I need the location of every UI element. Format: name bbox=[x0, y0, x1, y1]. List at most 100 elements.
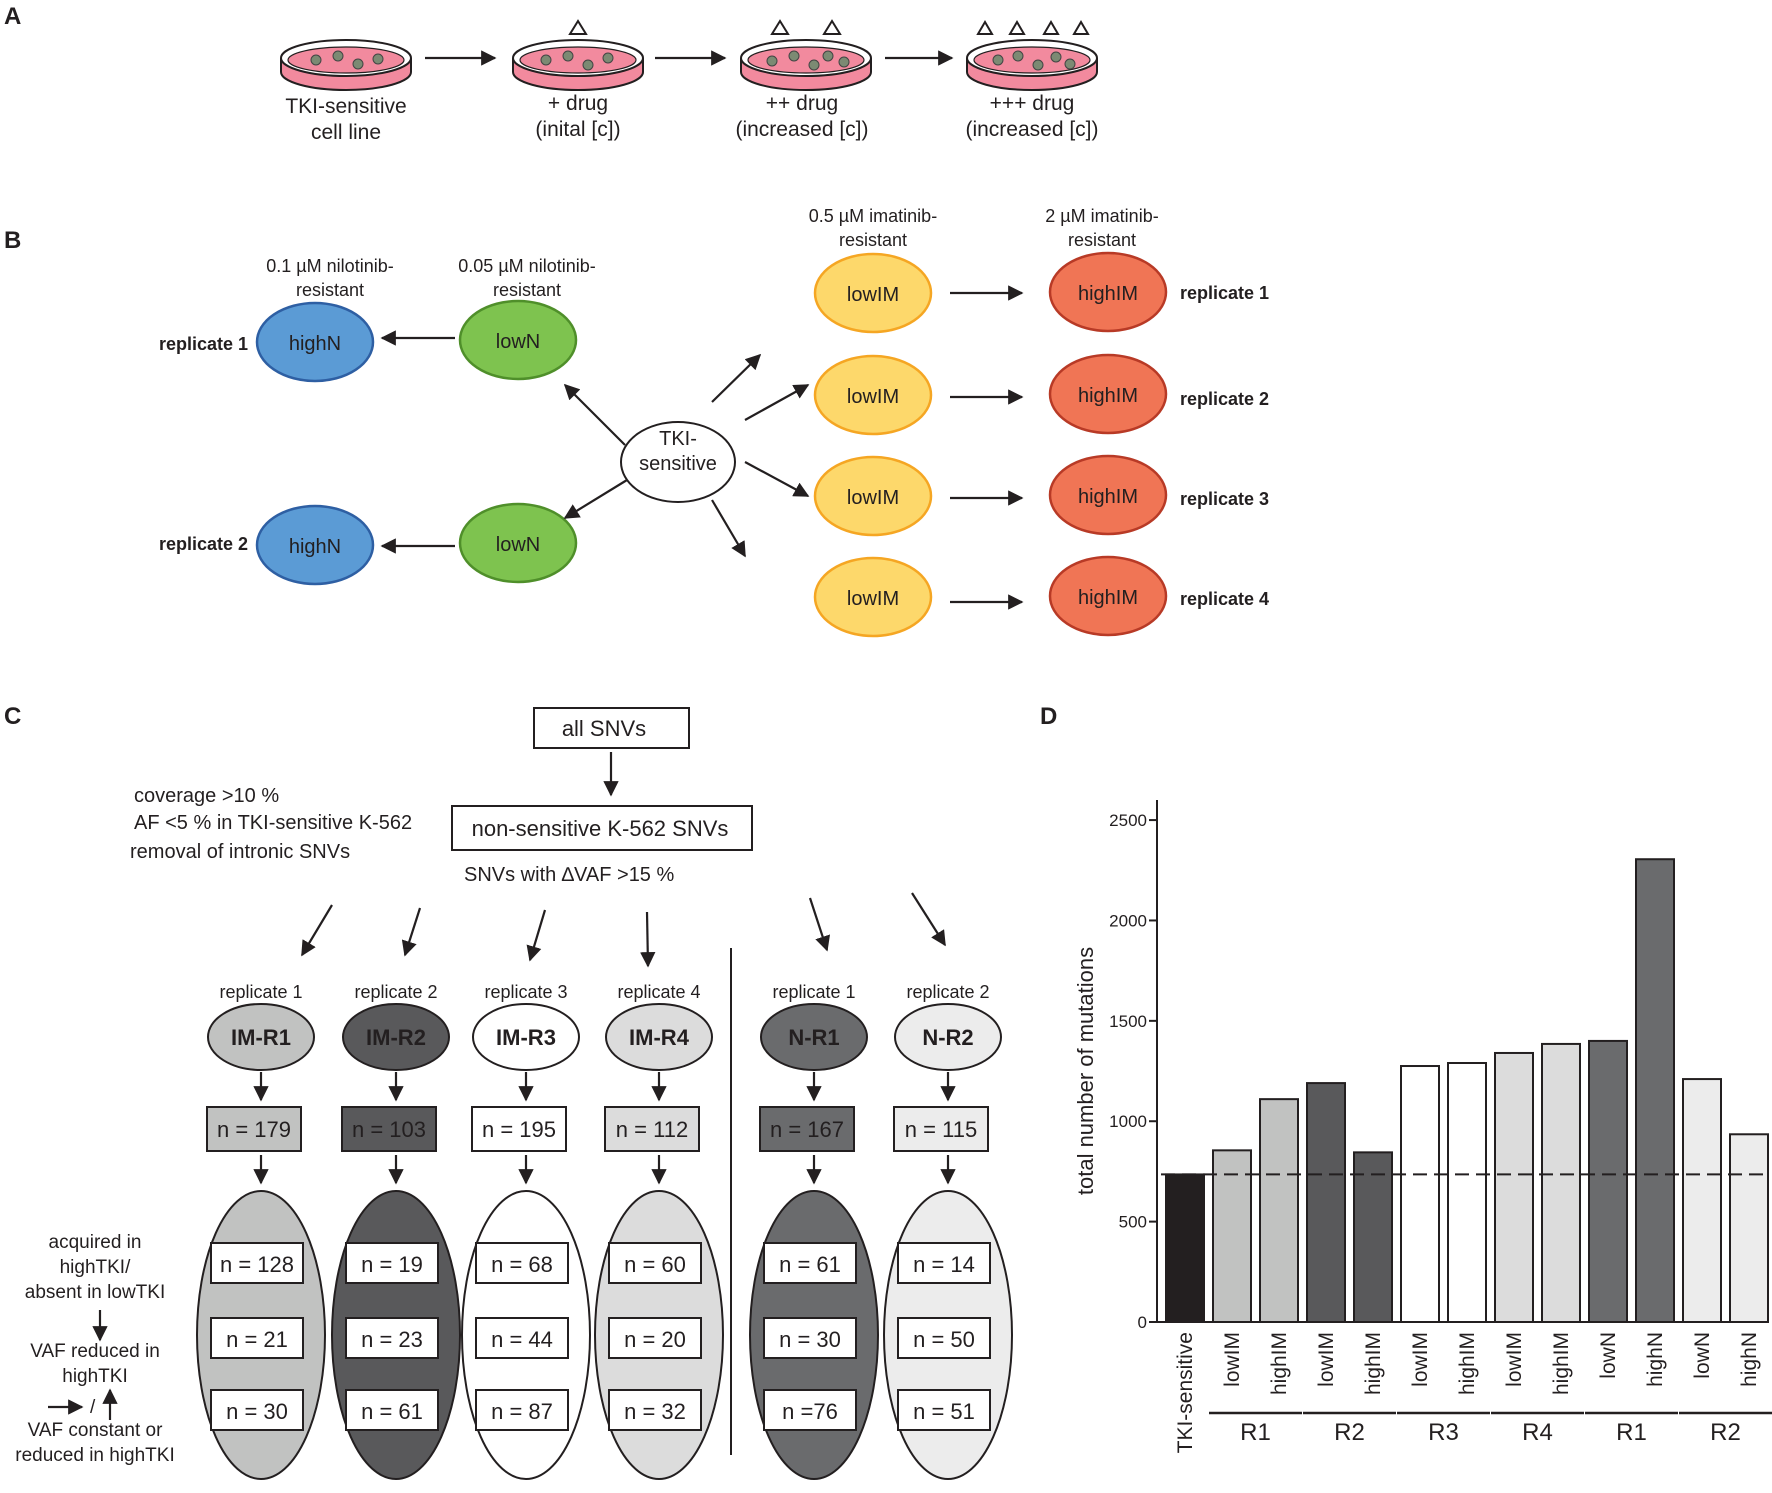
legend-constant-line-2: reduced in highTKI bbox=[15, 1445, 175, 1466]
bar-11 bbox=[1682, 1078, 1722, 1323]
drug-triangle-icon bbox=[770, 19, 790, 35]
x-tick-label: highIM bbox=[1456, 1332, 1479, 1395]
panel-label-b: B bbox=[4, 227, 21, 254]
center-line-2: sensitive bbox=[639, 453, 717, 475]
reduced-count-box bbox=[345, 1317, 439, 1359]
step-4-line-1: +++ drug bbox=[990, 92, 1075, 115]
lowIM-header-line-1: 0.5 µM imatinib- bbox=[809, 206, 937, 226]
highIM-node-replicate-4 bbox=[1048, 555, 1168, 637]
y-tick-label: 1000 bbox=[1109, 1112, 1147, 1131]
delta-vaf-filter: SNVs with ∆VAF >15 % bbox=[464, 864, 674, 886]
panel-label-d: D bbox=[1040, 703, 1057, 730]
total-count-box bbox=[893, 1106, 989, 1152]
lowIM-node-replicate-2 bbox=[813, 354, 933, 436]
lowIM-node-replicate-1 bbox=[813, 252, 933, 334]
acquired-count-box bbox=[475, 1242, 569, 1284]
x-tick-label: highN bbox=[1738, 1332, 1761, 1387]
highN-node-replicate-1 bbox=[255, 301, 375, 383]
total-count-box bbox=[341, 1106, 437, 1152]
highIM-header-line-1: 2 µM imatinib- bbox=[1045, 206, 1158, 226]
column-replicate-label: replicate 3 bbox=[484, 982, 567, 1002]
filter-intronic: removal of intronic SNVs bbox=[130, 841, 350, 863]
acquired-count: n = 128 bbox=[220, 1252, 294, 1277]
arrow-icon bbox=[808, 897, 831, 952]
sample-name: IM-R4 bbox=[629, 1025, 690, 1050]
bar-10 bbox=[1635, 858, 1675, 1323]
bars bbox=[1165, 858, 1769, 1324]
x-tick-label: lowN bbox=[1691, 1332, 1714, 1379]
step-1-line-1: TKI-sensitive bbox=[285, 95, 406, 118]
group-label: R1 bbox=[1616, 1419, 1647, 1446]
constant-count: n = 87 bbox=[491, 1399, 553, 1424]
x-tick-label: lowIM bbox=[1221, 1332, 1244, 1387]
legend-constant-line-1: VAF constant or bbox=[28, 1420, 163, 1441]
drug-triangle-icon bbox=[976, 20, 994, 35]
step-2-line-2: (inital [c]) bbox=[535, 118, 620, 141]
step-4-line-2: (increased [c]) bbox=[965, 118, 1098, 141]
x-tick-label: highIM bbox=[1268, 1332, 1291, 1395]
reduced-count-box bbox=[763, 1317, 857, 1359]
acquired-count: n = 68 bbox=[491, 1252, 553, 1277]
lowN-label-1: lowN bbox=[496, 331, 540, 353]
panel-label-a: A bbox=[4, 3, 21, 30]
sample-node bbox=[760, 1003, 868, 1071]
lowN-header-line-1: 0.05 µM nilotinib- bbox=[458, 256, 595, 276]
constant-count-box bbox=[475, 1389, 569, 1431]
sample-node bbox=[605, 1003, 713, 1071]
total-count: n = 115 bbox=[905, 1117, 977, 1142]
x-tick-label: highN bbox=[1644, 1332, 1667, 1387]
reduced-count: n = 23 bbox=[361, 1327, 423, 1352]
acquired-count: n = 60 bbox=[624, 1252, 686, 1277]
lowIM-label-4: lowIM bbox=[847, 588, 899, 610]
arrow-icon bbox=[911, 892, 946, 947]
reduced-count: n = 30 bbox=[779, 1327, 841, 1352]
tki-sensitive-node bbox=[620, 421, 736, 503]
sample-name: IM-R1 bbox=[231, 1025, 291, 1050]
drug-triangle-icon bbox=[1042, 20, 1060, 35]
arrow-icon bbox=[711, 353, 762, 403]
total-count-box bbox=[759, 1106, 855, 1152]
group-label: R4 bbox=[1522, 1419, 1553, 1446]
highIM-label-4: highIM bbox=[1078, 587, 1138, 609]
column-replicate-label: replicate 1 bbox=[219, 982, 302, 1002]
arrow-icon bbox=[640, 911, 656, 968]
filter-af: AF <5 % in TKI-sensitive K-562 bbox=[134, 812, 412, 834]
non-sensitive-label: non-sensitive K-562 SNVs bbox=[472, 816, 729, 841]
arrow-icon bbox=[744, 461, 810, 497]
highN-node-replicate-2 bbox=[255, 504, 375, 586]
bar-9 bbox=[1588, 1039, 1628, 1324]
bar-6 bbox=[1447, 1062, 1487, 1323]
column-replicate-label: replicate 1 bbox=[772, 982, 855, 1002]
acquired-count-box bbox=[345, 1242, 439, 1284]
total-count: n = 112 bbox=[616, 1117, 688, 1142]
imatinib-replicate-2-label: replicate 2 bbox=[1180, 389, 1269, 409]
x-tick-label: highIM bbox=[1550, 1332, 1573, 1395]
bar-2 bbox=[1259, 1098, 1299, 1323]
all-snvs-box bbox=[533, 707, 690, 749]
acquired-count: n = 19 bbox=[361, 1252, 423, 1277]
imatinib-row-2: lowIM highIM replicate 2 bbox=[813, 353, 1269, 436]
reduced-count: n = 50 bbox=[913, 1327, 975, 1352]
panel-d: total number of mutations 05001000150020… bbox=[1073, 800, 1772, 1453]
total-count-box bbox=[206, 1106, 302, 1152]
arrow-icon bbox=[563, 383, 626, 446]
imatinib-row-3: lowIM highIM replicate 3 bbox=[813, 454, 1269, 537]
drug-triangle-icon bbox=[568, 19, 588, 35]
step-3-line-1: ++ drug bbox=[766, 92, 838, 115]
lowIM-label-1: lowIM bbox=[847, 284, 899, 306]
lowN-label-2: lowN bbox=[496, 534, 540, 556]
sample-name: IM-R3 bbox=[496, 1025, 556, 1050]
total-count-box bbox=[604, 1106, 700, 1152]
lowN-header-line-2: resistant bbox=[493, 280, 561, 300]
reduced-count: n = 21 bbox=[226, 1327, 288, 1352]
constant-count-box bbox=[210, 1389, 304, 1431]
highIM-node-replicate-2 bbox=[1048, 353, 1168, 435]
drug-triangle-icon bbox=[1072, 20, 1090, 35]
constant-count-box bbox=[897, 1389, 991, 1431]
group-label: R1 bbox=[1240, 1419, 1271, 1446]
